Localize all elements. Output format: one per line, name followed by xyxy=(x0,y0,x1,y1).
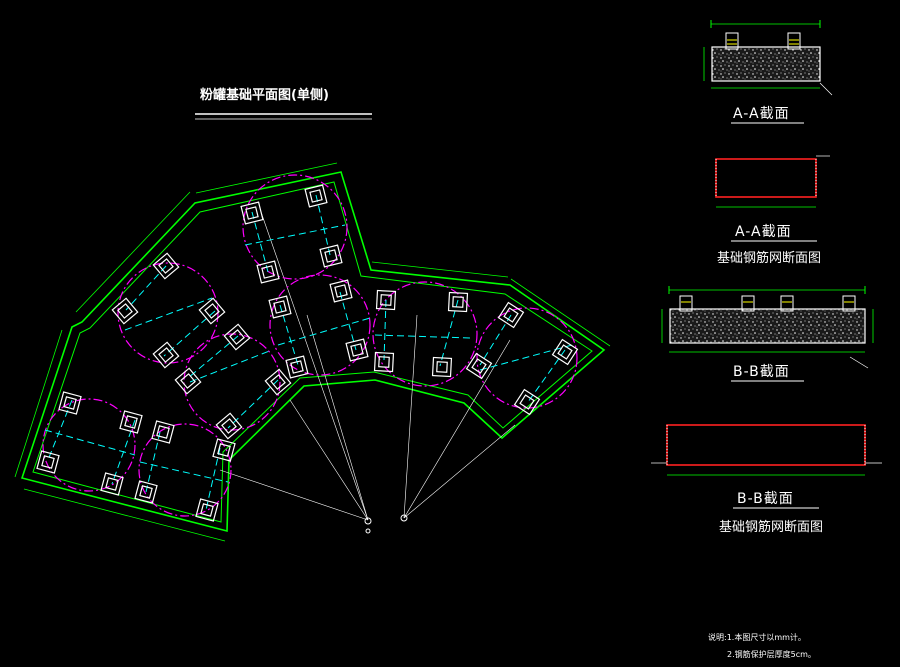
tank-circles xyxy=(42,174,578,517)
bb-rebar-drawing xyxy=(651,424,882,476)
dimension-ticks xyxy=(14,162,611,542)
bb-rebar-title: B-B截面 xyxy=(737,491,794,507)
arc-center-point-3 xyxy=(365,528,371,534)
bb-rebar-subtitle: 基础钢筋网断面图 xyxy=(719,519,823,535)
note-line-2: 2.钢筋保护层厚度5cm。 xyxy=(727,649,816,659)
main-title: 粉罐基础平面图(单侧) xyxy=(200,87,329,103)
slab-outline-inner xyxy=(32,181,593,523)
aa-section-title: A-A截面 xyxy=(733,106,790,122)
aa-rebar-subtitle: 基础钢筋网断面图 xyxy=(717,250,821,266)
aa-rebar-title: A-A截面 xyxy=(735,224,792,240)
arc-center-point-2 xyxy=(400,514,408,522)
bb-section-drawing xyxy=(661,286,874,369)
bb-section-title: B-B截面 xyxy=(733,364,790,380)
aa-section-drawing xyxy=(703,20,833,96)
slab-outline-outer xyxy=(20,171,606,533)
axis-lines xyxy=(44,194,573,511)
radial-lines xyxy=(219,211,516,521)
foundation-plan xyxy=(14,162,611,542)
pier-squares xyxy=(36,184,579,522)
note-line-1: 说明:1.本图尺寸以mm计。 xyxy=(708,632,806,642)
arc-center-point-1 xyxy=(364,517,372,525)
aa-rebar-drawing xyxy=(715,155,830,208)
